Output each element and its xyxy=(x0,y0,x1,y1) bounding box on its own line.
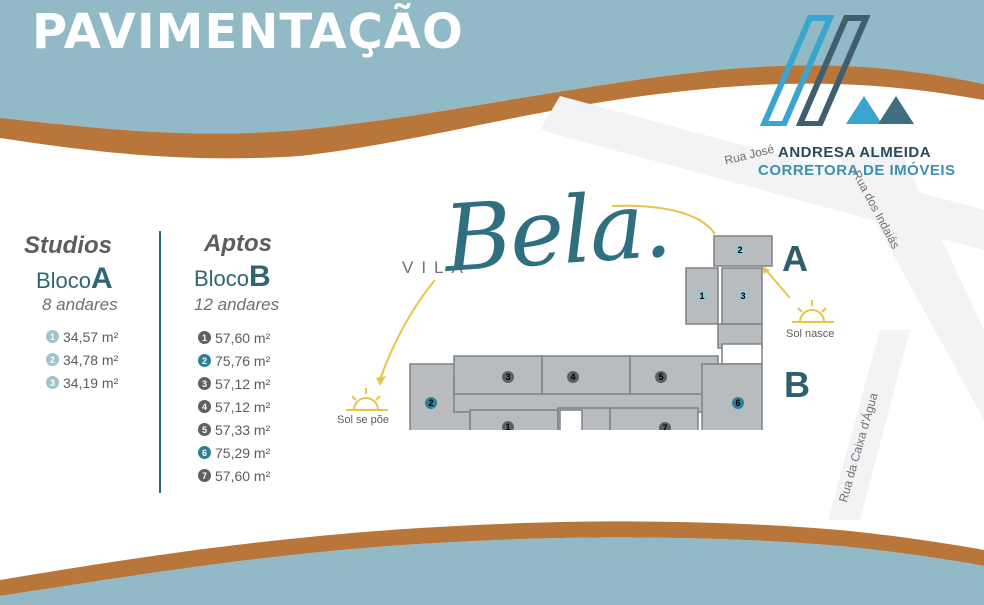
list-item: 3 57,12 m² xyxy=(198,372,270,395)
page-title: PAVIMENTAÇÃO xyxy=(32,4,464,60)
unit-area: 75,29 m² xyxy=(215,444,271,461)
unit-number-badge: 1 xyxy=(198,331,211,344)
unit-number-badge: 3 xyxy=(46,376,59,389)
aptos-heading: Aptos xyxy=(204,230,272,257)
unit-number-badge: 6 xyxy=(198,446,211,459)
studios-floors: 8 andares xyxy=(42,295,118,314)
brand-subtitle: CORRETORA DE IMÓVEIS xyxy=(758,162,956,179)
unit-area: 57,60 m² xyxy=(215,329,271,346)
block-b-badges: 3 4 5 2 6 1 7 xyxy=(425,371,744,430)
sunset-icon xyxy=(346,388,388,411)
unit-number-badge: 7 xyxy=(198,469,211,482)
bloco-letter: B xyxy=(249,260,271,293)
bloco-word: Bloco xyxy=(36,268,92,293)
list-item: 2 34,78 m² xyxy=(46,348,118,371)
list-item: 4 57,12 m² xyxy=(198,395,270,418)
block-b-unit-7: 7 xyxy=(662,423,667,430)
unit-area: 57,33 m² xyxy=(215,421,271,438)
list-item: 1 34,57 m² xyxy=(46,325,118,348)
unit-area: 34,19 m² xyxy=(63,374,119,391)
brand-small-word: VILA xyxy=(402,258,471,277)
aptos-bloco: BlocoB xyxy=(194,260,271,294)
block-b-unit-2: 2 xyxy=(428,398,433,408)
block-b-unit-5: 5 xyxy=(658,372,663,382)
studios-unit-list: 1 34,57 m² 2 34,78 m² 3 34,19 m² xyxy=(46,325,118,394)
unit-number-badge: 2 xyxy=(198,354,211,367)
unit-area: 57,60 m² xyxy=(215,467,271,484)
block-a xyxy=(685,235,773,365)
unit-number-badge: 2 xyxy=(46,353,59,366)
site-plan-drawing: 2 1 3 3 4 5 2 6 1 7 xyxy=(376,204,790,430)
sunset-label: Sol se põe xyxy=(337,414,389,426)
unit-area: 34,78 m² xyxy=(63,351,119,368)
brand-name: ANDRESA ALMEIDA xyxy=(778,144,932,161)
block-b xyxy=(409,355,763,430)
unit-area: 75,76 m² xyxy=(215,352,271,369)
sunrise-icon xyxy=(792,300,834,323)
sun-path-arc xyxy=(611,204,716,235)
unit-number-badge: 5 xyxy=(198,423,211,436)
block-a-unit-3: 3 xyxy=(740,291,745,301)
sun-path-arc xyxy=(765,269,790,299)
list-item: 2 75,76 m² xyxy=(198,349,270,372)
studios-bloco: BlocoA xyxy=(36,262,113,296)
unit-area: 57,12 m² xyxy=(215,375,271,392)
unit-number-badge: 1 xyxy=(46,330,59,343)
logo-icon xyxy=(760,15,914,126)
block-a-badges: 2 1 3 xyxy=(696,244,749,302)
column-divider xyxy=(159,231,161,493)
unit-area: 57,12 m² xyxy=(215,398,271,415)
unit-number-badge: 4 xyxy=(198,400,211,413)
block-a-label: A xyxy=(782,238,808,279)
bloco-word: Bloco xyxy=(194,266,250,291)
block-b-label: B xyxy=(784,364,810,405)
list-item: 5 57,33 m² xyxy=(198,418,270,441)
studios-heading: Studios xyxy=(24,232,112,259)
block-b-unit-4: 4 xyxy=(570,372,575,382)
unit-number-badge: 3 xyxy=(198,377,211,390)
sun-path-arc xyxy=(379,279,436,381)
block-b-unit-6: 6 xyxy=(735,398,740,408)
list-item: 6 75,29 m² xyxy=(198,441,270,464)
bloco-letter: A xyxy=(91,262,113,295)
block-a-unit-1: 1 xyxy=(699,291,704,301)
aptos-floors: 12 andares xyxy=(194,295,280,314)
sunrise-label: Sol nasce xyxy=(786,328,835,340)
block-a-unit-2: 2 xyxy=(737,245,742,255)
block-b-unit-1: 1 xyxy=(505,422,510,430)
block-b-unit-3: 3 xyxy=(505,372,510,382)
list-item: 3 34,19 m² xyxy=(46,371,118,394)
list-item: 7 57,60 m² xyxy=(198,464,270,487)
list-item: 1 57,60 m² xyxy=(198,326,270,349)
unit-area: 34,57 m² xyxy=(63,328,119,345)
